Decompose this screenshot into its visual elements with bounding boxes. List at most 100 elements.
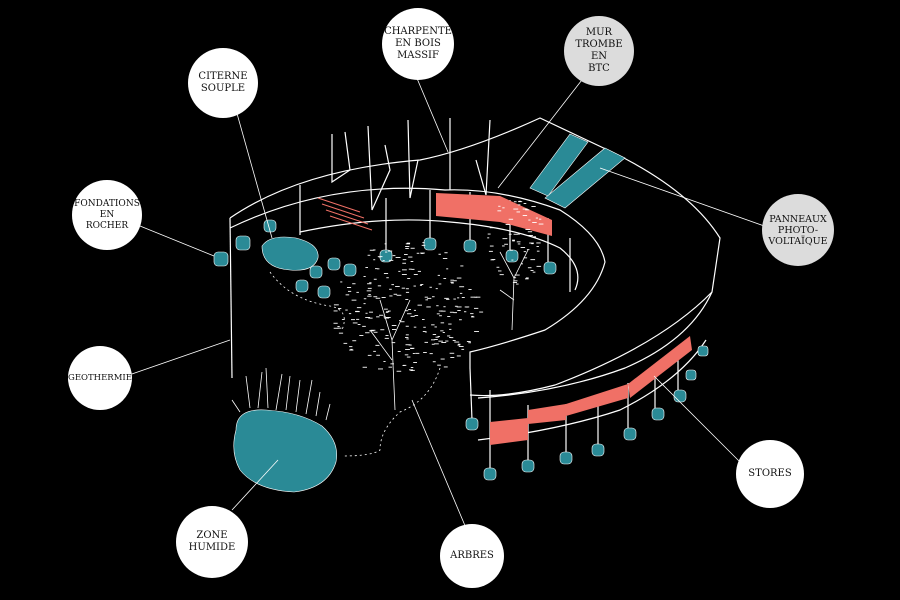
- leaf-speck: [397, 351, 401, 352]
- leaf-speck: [466, 341, 471, 342]
- leaf-speck: [532, 222, 537, 223]
- leaf-speck: [404, 310, 409, 312]
- leaf-speck: [405, 349, 410, 350]
- leaf-speck: [429, 353, 433, 355]
- leaf-speck: [487, 237, 490, 239]
- leaf-speck: [535, 217, 538, 219]
- leaf-speck: [440, 322, 445, 324]
- leaf-speck: [511, 259, 514, 261]
- leaf-speck: [359, 335, 364, 336]
- leaf-speck: [432, 361, 436, 363]
- leaf-speck: [517, 204, 521, 206]
- leaf-speck: [386, 311, 390, 313]
- leaf-speck: [458, 346, 464, 347]
- leaf-speck: [410, 367, 414, 368]
- leaf-speck: [367, 295, 372, 297]
- leaf-speck: [488, 250, 493, 252]
- leaf-speck: [391, 284, 394, 286]
- leaf-speck: [442, 332, 445, 333]
- leaf-speck: [489, 227, 494, 229]
- leaf-speck: [454, 341, 460, 343]
- leaf-speck: [425, 299, 428, 301]
- leaf-speck: [454, 305, 458, 307]
- leaf-speck: [389, 295, 393, 297]
- leaf-speck: [431, 324, 435, 326]
- leaf-speck: [431, 339, 435, 341]
- leaf-speck: [533, 236, 536, 238]
- leader-panneaux: [599, 167, 771, 229]
- leaf-speck: [536, 242, 541, 244]
- leaf-speck: [405, 334, 409, 336]
- leaf-speck: [450, 357, 455, 358]
- leaf-speck: [376, 316, 380, 318]
- left-post: [229, 217, 233, 379]
- reeds: [231, 367, 331, 421]
- leaf-speck: [471, 316, 475, 318]
- leaf-speck: [459, 292, 463, 294]
- leaf-speck: [457, 297, 460, 299]
- leaf-speck: [388, 250, 393, 252]
- leaf-speck: [479, 311, 484, 313]
- leaf-speck: [502, 238, 508, 240]
- leaf-speck: [517, 233, 520, 235]
- leaf-speck: [363, 303, 366, 305]
- leaf-speck: [504, 243, 508, 245]
- leaf-speck: [411, 268, 415, 270]
- leaf-speck: [513, 208, 519, 210]
- leaf-speck: [528, 235, 533, 236]
- leaf-speck: [452, 340, 456, 341]
- leaf-speck: [392, 255, 396, 257]
- leaf-speck: [465, 306, 469, 308]
- leaf-speck: [395, 257, 401, 258]
- leaf-speck: [411, 369, 415, 371]
- leaf-speck: [447, 335, 451, 337]
- leaf-speck: [512, 240, 515, 242]
- leaf-speck: [536, 265, 542, 267]
- leaf-speck: [518, 200, 521, 202]
- leaf-speck: [502, 245, 505, 247]
- leaf-speck: [440, 358, 445, 360]
- leaf-speck: [385, 335, 389, 336]
- leaf-speck: [474, 331, 479, 332]
- leaf-speck: [446, 268, 449, 270]
- leaf-speck: [438, 253, 441, 255]
- leaf-speck: [395, 286, 400, 287]
- leaf-speck: [410, 261, 414, 262]
- leaf-speck: [438, 340, 443, 342]
- leaf-speck: [461, 297, 465, 298]
- leaf-speck: [449, 337, 452, 338]
- leaf-speck: [340, 281, 343, 283]
- label-citerne: CITERNE SOUPLE: [188, 48, 258, 118]
- leaf-speck: [527, 231, 533, 233]
- leaf-speck: [445, 340, 449, 342]
- leaf-speck: [435, 336, 439, 338]
- leaf-speck: [366, 290, 372, 292]
- leaf-speck: [373, 331, 378, 333]
- leaf-speck: [440, 330, 444, 332]
- leaf-speck: [367, 354, 372, 356]
- leaf-speck: [408, 256, 413, 258]
- leaf-speck: [405, 248, 409, 249]
- leaf-speck: [525, 277, 529, 279]
- leaf-speck: [499, 274, 504, 276]
- frame-2: [367, 125, 391, 211]
- leaf-speck: [348, 290, 352, 292]
- leaf-speck: [356, 318, 360, 320]
- leaf-speck: [443, 366, 448, 368]
- leaf-speck: [350, 348, 353, 350]
- roof-outer-edge: [229, 117, 721, 397]
- leaf-speck: [401, 274, 407, 275]
- leaf-speck: [522, 215, 528, 216]
- leaf-speck: [496, 266, 500, 268]
- leaf-speck: [416, 252, 420, 254]
- leaf-speck: [444, 252, 448, 254]
- leaf-speck: [369, 330, 374, 332]
- leaf-speck: [435, 288, 438, 290]
- leaf-speck: [509, 249, 513, 251]
- leaf-speck: [341, 319, 345, 320]
- leaf-speck: [464, 311, 467, 313]
- leaf-speck: [453, 312, 457, 314]
- leaf-speck: [406, 356, 411, 358]
- leaf-speck: [357, 324, 361, 325]
